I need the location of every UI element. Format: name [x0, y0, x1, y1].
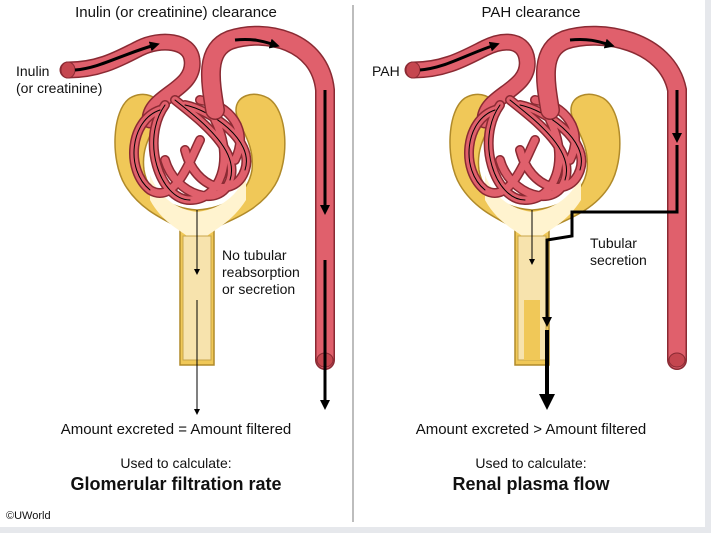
copyright-notice: ©UWorld	[6, 510, 51, 522]
glomerulus-capillaries	[129, 95, 252, 206]
pah-clearance-panel: PAH clearance	[355, 0, 707, 527]
annotation-line2: reabsorption	[222, 264, 300, 280]
panel-title: PAH clearance	[481, 4, 581, 21]
result-label: Glomerular filtration rate	[70, 474, 282, 494]
used-to-calculate-label: Used to calculate:	[120, 455, 232, 471]
annotation-line2: secretion	[590, 252, 647, 268]
inulin-label-line2: (or creatinine)	[16, 80, 103, 96]
tubular-secretion-annotation: Tubular secretion	[590, 235, 647, 269]
excretion-equation: Amount excreted = Amount filtered	[60, 421, 292, 438]
glomerulus-capillaries	[464, 95, 587, 206]
flow-arrows	[419, 38, 682, 410]
nephron-illustration	[404, 25, 687, 410]
no-tubular-annotation: No tubular reabsorption or secretion	[222, 247, 300, 298]
inulin-label-line1: Inulin	[16, 63, 50, 79]
annotation-line1: Tubular	[590, 235, 637, 251]
efferent-arteriole	[535, 25, 687, 370]
inulin-input-label: Inulin (or creatinine)	[16, 63, 102, 97]
pah-input-label: PAH	[372, 63, 400, 79]
used-to-calculate-label: Used to calculate:	[475, 455, 587, 471]
excretion-equation: Amount excreted > Amount filtered	[415, 421, 647, 438]
annotation-line1: No tubular	[222, 247, 287, 263]
panel-divider	[352, 5, 354, 522]
result-label: Renal plasma flow	[452, 474, 610, 494]
panel-title: Inulin (or creatinine) clearance	[75, 4, 277, 21]
nephron-illustration	[59, 25, 335, 415]
inulin-clearance-panel: Inulin (or creatinine) clearance	[0, 0, 352, 527]
annotation-line3: or secretion	[222, 281, 296, 297]
flow-arrows	[74, 38, 330, 415]
